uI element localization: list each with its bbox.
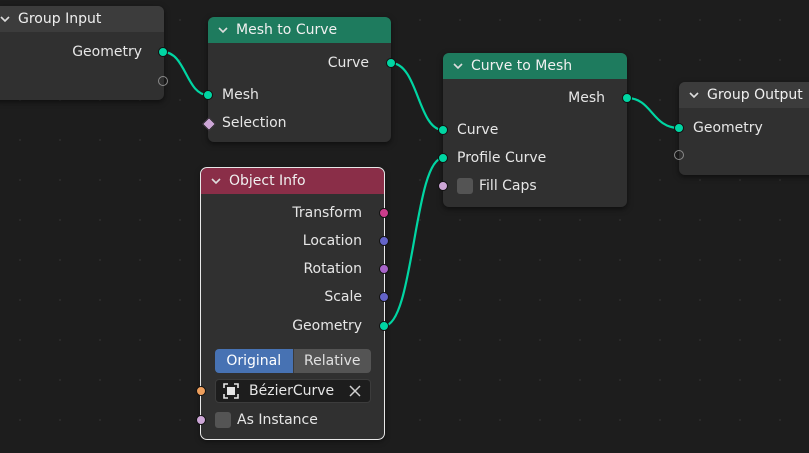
object-selector-field[interactable]: BézierCurve [215, 379, 371, 403]
output-geometry: Geometry [0, 41, 164, 63]
transform-space-toggle: Original Relative [215, 349, 371, 373]
node-object-info[interactable]: Object Info Transform Location Rotation … [196, 167, 389, 440]
output-curve: Curve [208, 52, 391, 74]
node-title: Curve to Mesh [471, 58, 573, 74]
link-mesh-to-group-output [626, 96, 680, 130]
socket-input-fill-caps[interactable] [438, 181, 448, 191]
input-curve: Curve [443, 119, 627, 141]
socket-input-as-instance[interactable] [196, 415, 206, 425]
chevron-down-icon[interactable] [0, 12, 12, 26]
socket-input-curve[interactable] [438, 125, 448, 135]
socket-label: Profile Curve [457, 150, 547, 166]
node-title: Group Input [18, 11, 102, 27]
mode-relative-button[interactable]: Relative [292, 349, 371, 373]
output-scale: Scale [201, 286, 384, 308]
socket-label: Selection [222, 115, 287, 131]
socket-label: Mesh [568, 90, 605, 106]
output-location: Location [201, 230, 384, 252]
socket-output-geometry[interactable] [379, 321, 389, 331]
socket-output-location[interactable] [379, 236, 389, 246]
socket-output-geometry[interactable] [158, 47, 168, 57]
socket-input-profile-curve[interactable] [438, 153, 448, 163]
socket-output-scale[interactable] [379, 292, 389, 302]
input-as-instance: As Instance [201, 409, 384, 431]
socket-label: Geometry [292, 318, 362, 334]
socket-input-object[interactable] [196, 386, 206, 396]
socket-label: Scale [324, 289, 362, 305]
chevron-down-icon[interactable] [687, 88, 701, 102]
chevron-down-icon[interactable] [451, 59, 465, 73]
node-header: Mesh to Curve [208, 17, 391, 43]
node-header: Curve to Mesh [443, 53, 627, 79]
socket-input-empty[interactable] [674, 150, 684, 160]
node-header: Group Input [0, 6, 164, 32]
socket-input-geometry[interactable] [674, 123, 684, 133]
close-icon[interactable] [348, 384, 362, 398]
chevron-down-icon[interactable] [216, 23, 230, 37]
node-header: Object Info [201, 168, 384, 194]
socket-label: Rotation [303, 261, 362, 277]
as-instance-checkbox[interactable] [215, 412, 231, 428]
node-title: Mesh to Curve [236, 22, 338, 38]
input-geometry: Geometry [679, 117, 809, 139]
input-selection: Selection [208, 112, 391, 134]
input-profile-curve: Profile Curve [443, 147, 627, 169]
node-title: Group Output [707, 87, 803, 103]
socket-input-mesh[interactable] [203, 90, 213, 100]
socket-output-rotation[interactable] [379, 264, 389, 274]
link-curve-to-curve [390, 61, 444, 132]
output-mesh: Mesh [443, 87, 627, 109]
socket-output-curve[interactable] [386, 58, 396, 68]
checkbox-label: Fill Caps [479, 178, 537, 194]
socket-label: Location [302, 233, 362, 249]
node-group-output[interactable]: Group Output Geometry [674, 82, 809, 175]
checkbox-label: As Instance [237, 412, 318, 428]
object-name: BézierCurve [249, 383, 335, 399]
socket-label: Geometry [72, 44, 142, 60]
mode-original-button[interactable]: Original [215, 349, 293, 373]
fill-caps-checkbox[interactable] [457, 178, 473, 194]
socket-label: Transform [292, 205, 362, 221]
object-data-icon [223, 383, 239, 399]
node-group-input[interactable]: Group Input Geometry [0, 6, 168, 100]
chevron-down-icon[interactable] [209, 174, 223, 188]
output-geometry: Geometry [201, 315, 384, 337]
socket-output-mesh[interactable] [622, 93, 632, 103]
input-fill-caps: Fill Caps [443, 175, 627, 197]
node-curve-to-mesh[interactable]: Curve to Mesh Mesh Curve Profile Curve F… [438, 53, 632, 207]
output-rotation: Rotation [201, 258, 384, 280]
output-transform: Transform [201, 202, 384, 224]
socket-output-empty[interactable] [158, 76, 168, 86]
socket-label: Curve [457, 122, 499, 138]
node-header: Group Output [679, 82, 809, 108]
socket-label: Mesh [222, 87, 259, 103]
input-mesh: Mesh [208, 84, 391, 106]
socket-label: Curve [327, 55, 369, 71]
node-title: Object Info [229, 173, 306, 189]
node-mesh-to-curve[interactable]: Mesh to Curve Curve Mesh Selection [201, 17, 396, 142]
socket-label: Geometry [693, 120, 763, 136]
socket-output-transform[interactable] [379, 208, 389, 218]
link-geometry-to-profile-curve [383, 156, 444, 328]
link-group-input-to-mesh [162, 50, 209, 97]
